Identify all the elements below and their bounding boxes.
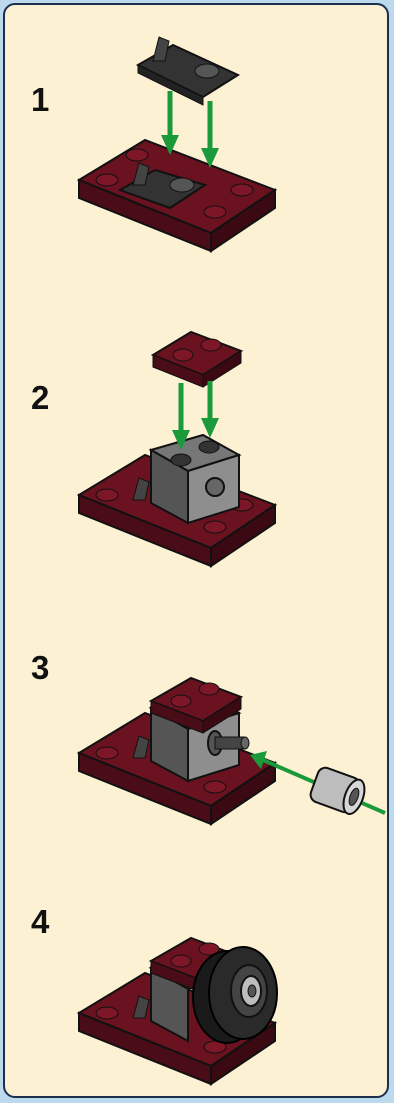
step-4: 4 [5, 845, 391, 1098]
step-1: 1 [5, 5, 391, 275]
step-3: 3 [5, 575, 391, 845]
step-4-number: 4 [31, 903, 50, 940]
instruction-panel: 1 2 [3, 3, 389, 1098]
step-1-illustration [76, 36, 278, 253]
step-3-number: 3 [31, 649, 50, 686]
step-3-illustration [76, 676, 386, 826]
step-4-illustration [76, 936, 278, 1086]
step-1-number: 1 [31, 81, 50, 118]
step-2-illustration [76, 330, 278, 568]
step-2: 2 [5, 275, 391, 575]
step-2-number: 2 [31, 379, 50, 416]
